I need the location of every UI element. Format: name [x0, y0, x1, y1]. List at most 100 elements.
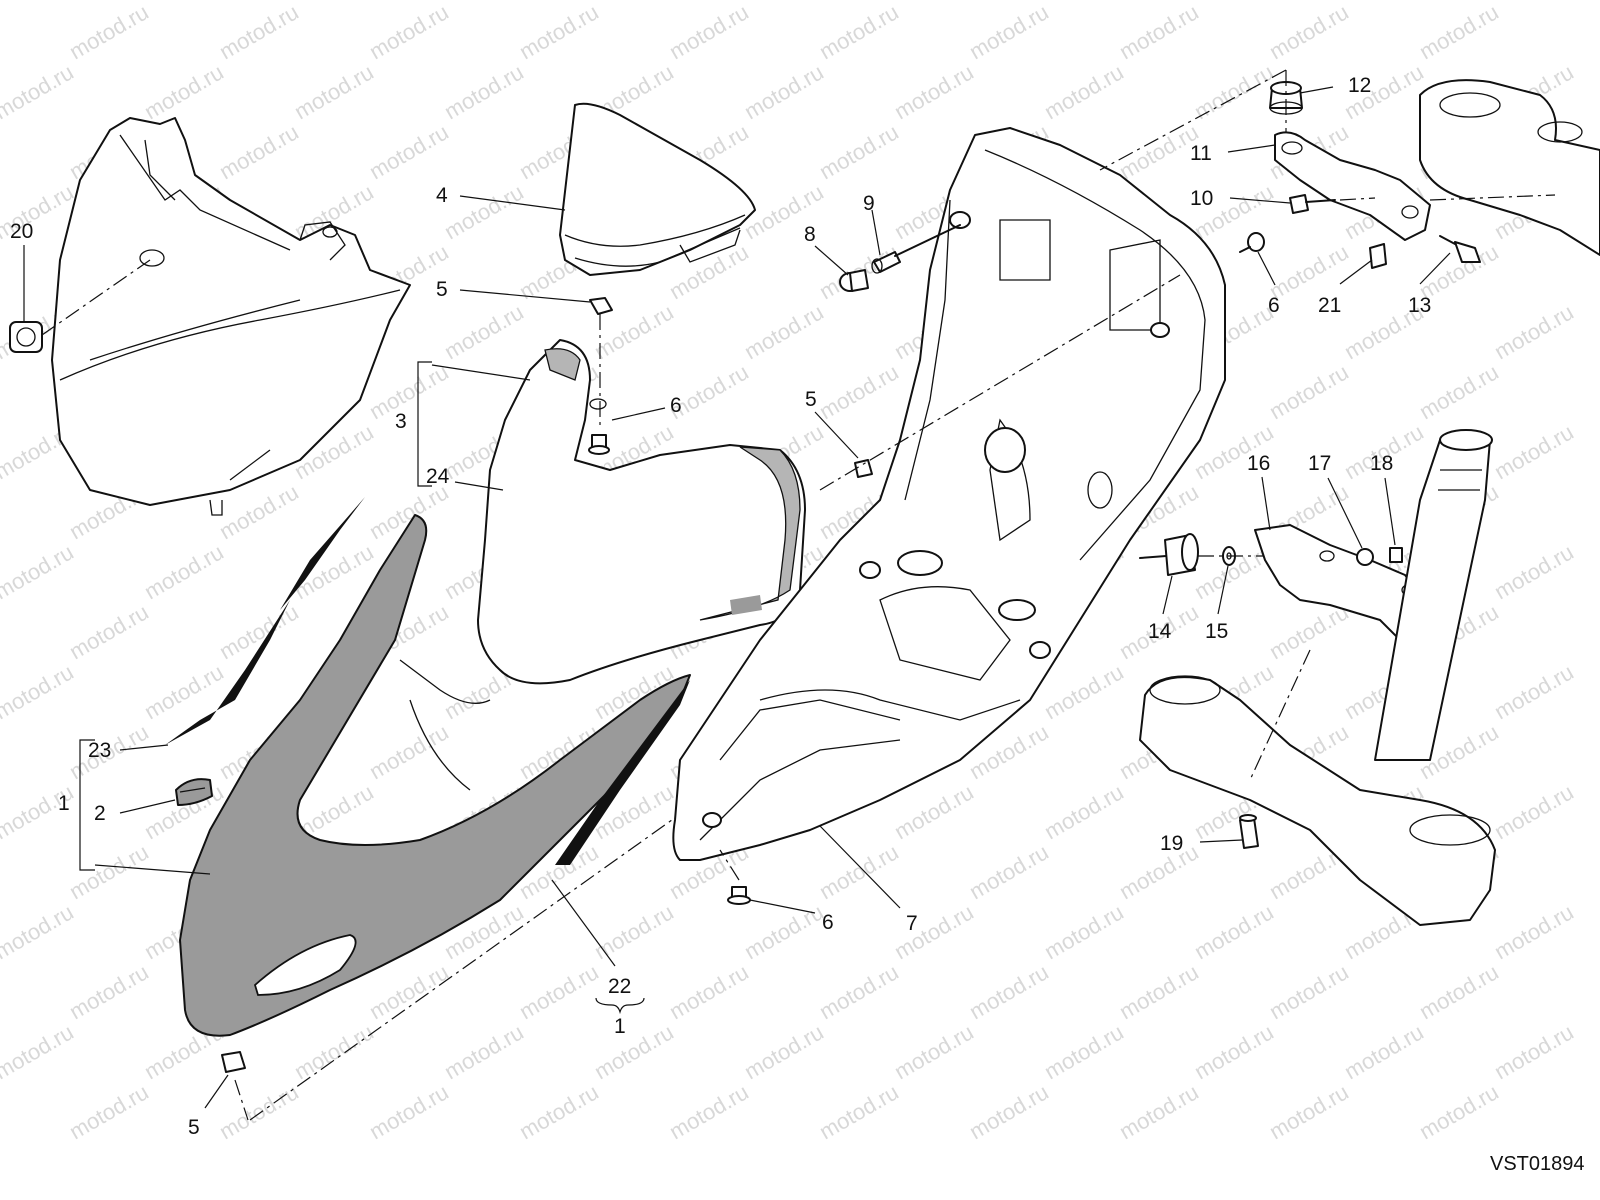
washer-part-17 [1356, 548, 1374, 566]
callout-labels: 1 1 2 3 4 5 5 5 6 6 6 7 8 9 10 11 12 13 … [10, 74, 1431, 1139]
watermark-text: motod.ru [215, 1079, 303, 1144]
watermark-text: motod.ru [1040, 59, 1128, 124]
watermark-text: motod.ru [0, 0, 3, 64]
lower-triple-clamp [1139, 649, 1496, 926]
watermark-text: motod.ru [815, 959, 903, 1024]
watermark-text: motod.ru [140, 59, 228, 124]
watermark-text: motod.ru [0, 959, 3, 1024]
watermark-text: motod.ru [890, 0, 978, 4]
callout-20: 20 [10, 220, 33, 243]
watermark-text: motod.ru [215, 119, 303, 184]
leader-lines [23, 86, 1451, 1109]
watermark-text: motod.ru [815, 119, 903, 184]
upper-triple-clamp [1419, 79, 1600, 256]
callout-19: 19 [1160, 832, 1183, 855]
callout-15: 15 [1205, 620, 1228, 643]
watermark-text: motod.ru [1490, 899, 1578, 964]
callout-13: 13 [1408, 294, 1431, 317]
callout-1-under-22: 1 [614, 1015, 626, 1038]
watermark-text: motod.ru [0, 719, 3, 784]
watermark-text: motod.ru [740, 1019, 828, 1084]
watermark-text: motod.ru [365, 1079, 453, 1144]
watermark-text: motod.ru [1190, 0, 1278, 4]
watermark-text: motod.ru [965, 1079, 1053, 1144]
callout-3: 3 [395, 410, 407, 433]
watermark-text: motod.ru [1415, 1079, 1503, 1144]
watermark-text: motod.ru [1490, 299, 1578, 364]
watermark-text: motod.ru [1490, 539, 1578, 604]
steering-stem [1374, 429, 1493, 761]
watermark-text: motod.ru [965, 959, 1053, 1024]
watermark-text: motod.ru [965, 839, 1053, 904]
watermark-text: motod.ru [815, 359, 903, 424]
watermark-text: motod.ru [515, 1079, 603, 1144]
watermark-text: motod.ru [0, 119, 3, 184]
watermark-text: motod.ru [0, 479, 3, 544]
callout-24: 24 [426, 465, 450, 488]
watermark-text: motod.ru [1490, 419, 1578, 484]
clip-part-5-bottom [221, 799, 701, 1121]
callout-11: 11 [1190, 142, 1212, 165]
watermark-text: motod.ru [1040, 659, 1128, 724]
watermark-text: motod.ru [1415, 959, 1503, 1024]
watermark-text: motod.ru [1265, 599, 1353, 664]
watermark-text: motod.ru [665, 1079, 753, 1144]
watermark-text: motod.ru [1115, 1079, 1203, 1144]
watermark-text: motod.ru [365, 359, 453, 424]
watermark-text: motod.ru [65, 599, 153, 664]
watermark-text: motod.ru [890, 1019, 978, 1084]
watermark-text: motod.ru [1040, 899, 1128, 964]
screw-part-6-a [588, 398, 610, 455]
watermark-text: motod.ru [0, 0, 78, 4]
rubber-mount-part-14 [1139, 533, 1199, 576]
watermark-text: motod.ru [0, 359, 3, 424]
watermark-text: motod.ru [815, 1079, 903, 1144]
watermark-text: motod.ru [515, 959, 603, 1024]
callout-1: 1 [58, 792, 70, 815]
bolt-part-18 [1389, 547, 1403, 563]
callout-5-top: 5 [436, 278, 448, 301]
watermark-text: motod.ru [590, 1019, 678, 1084]
watermark-text: motod.ru [65, 839, 153, 904]
washer-part-15 [1198, 546, 1265, 566]
watermark-text: motod.ru [1415, 0, 1503, 64]
callout-10: 10 [1190, 187, 1213, 210]
screw-part-6-b [719, 849, 751, 905]
clip-part-5-top [589, 297, 613, 430]
watermark-text: motod.ru [365, 0, 453, 64]
watermark-text: motod.ru [440, 1019, 528, 1084]
watermark-text: motod.ru [1490, 1019, 1578, 1084]
watermark-text: motod.ru [0, 539, 78, 604]
watermark-text: motod.ru [440, 299, 528, 364]
watermark-text: motod.ru [365, 719, 453, 784]
callout-9: 9 [863, 192, 875, 215]
screw-part-6-c [1239, 232, 1265, 253]
callout-16: 16 [1247, 452, 1270, 475]
watermark-text: motod.ru [65, 0, 153, 64]
callout-6-right: 6 [1268, 294, 1280, 317]
watermark-text: motod.ru [290, 0, 378, 4]
callout-8: 8 [804, 223, 816, 246]
callout-17: 17 [1308, 452, 1331, 475]
inner-fairing-part-7 [672, 127, 1226, 861]
nut-part-8 [839, 269, 869, 292]
watermark-text: motod.ru [890, 59, 978, 124]
watermark-text: motod.ru [440, 179, 528, 244]
watermark-text: motod.ru [1490, 779, 1578, 844]
watermark-text: motod.ru [0, 659, 78, 724]
watermark-text: motod.ru [140, 539, 228, 604]
callout-6-under-7: 6 [822, 911, 834, 934]
watermark-text: motod.ru [1340, 1019, 1428, 1084]
watermark-text: motod.ru [0, 599, 3, 664]
callout-7: 7 [906, 912, 918, 935]
watermark-text: motod.ru [1340, 0, 1428, 4]
watermark-text: motod.ru [590, 899, 678, 964]
grommet-part-20 [9, 259, 151, 353]
watermark-text: motod.ru [0, 1019, 78, 1084]
clip-part-21 [1369, 243, 1387, 269]
watermark-text: motod.ru [740, 299, 828, 364]
callout-6-near-3: 6 [670, 394, 682, 417]
badge-part-2 [175, 778, 213, 806]
watermark-text: motod.ru [665, 0, 753, 64]
callout-22: 22 [608, 975, 631, 998]
